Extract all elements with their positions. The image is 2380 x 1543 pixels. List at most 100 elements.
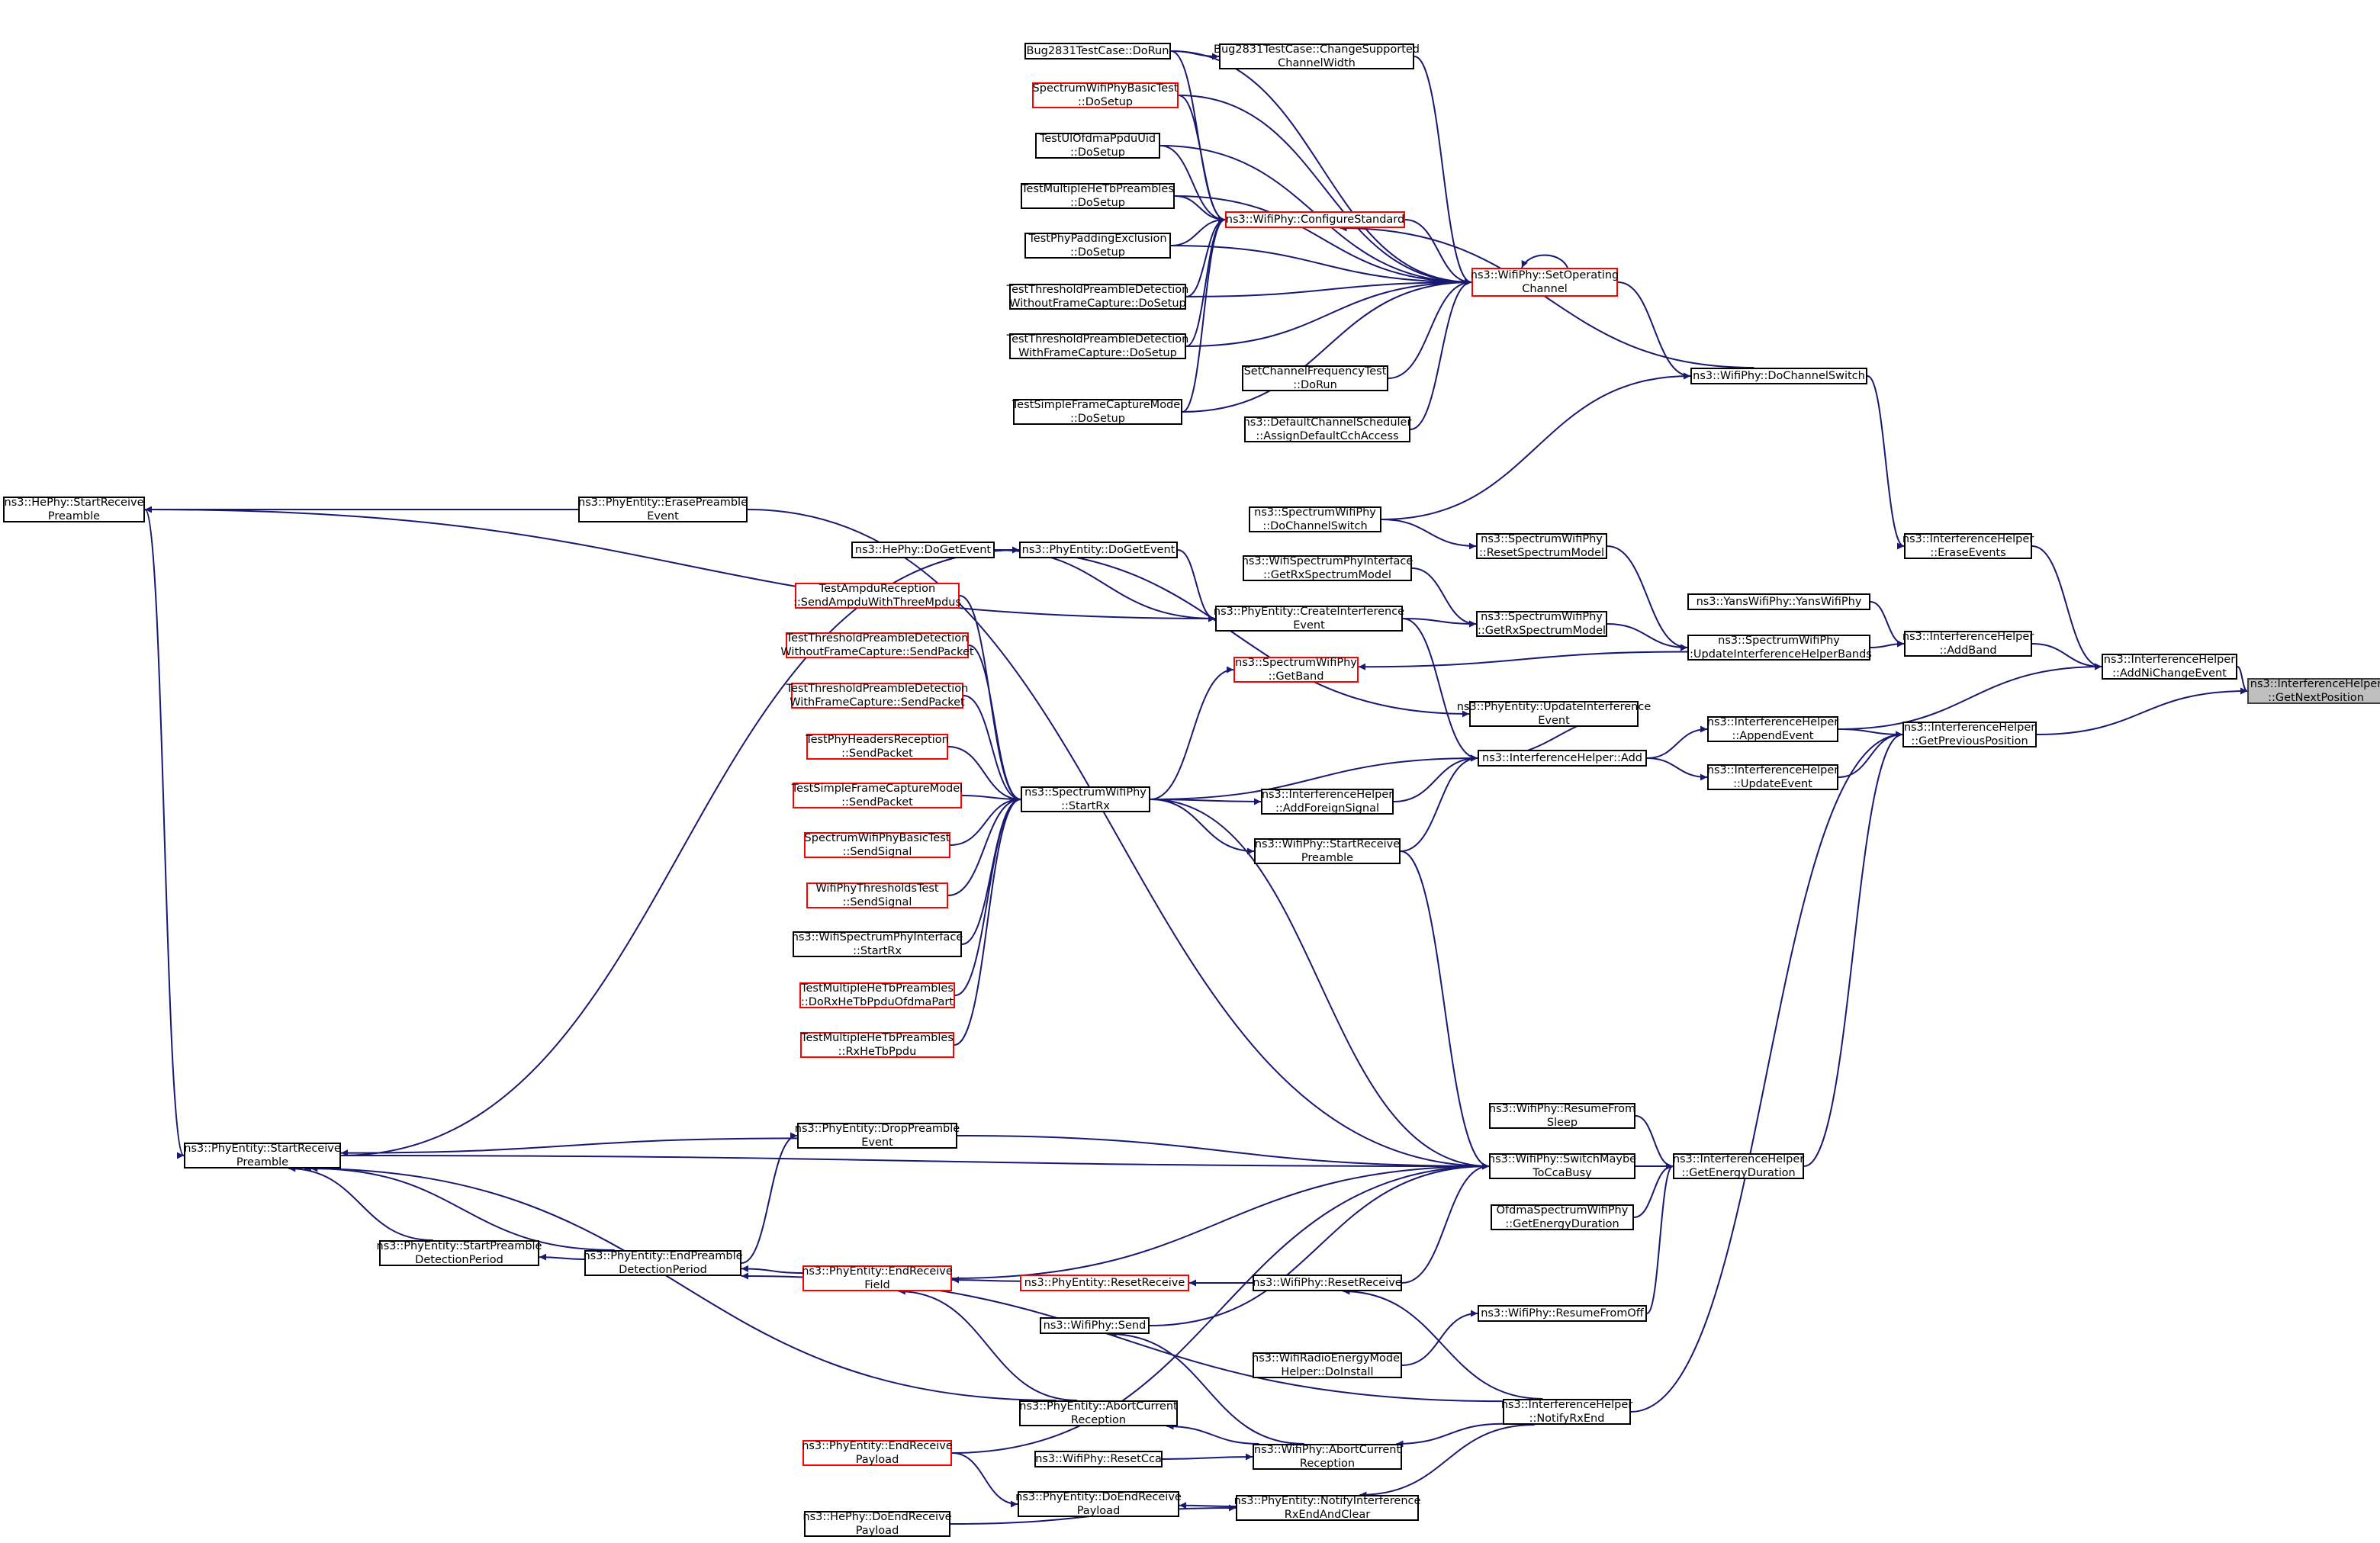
edge-startRx-to-wSwitchCca: [1150, 799, 1490, 1170]
node-tSimpleSP[interactable]: TestSimpleFrameCaptureModel::SendPacket: [792, 783, 963, 808]
edge-setChF-to-setOp: [1388, 278, 1472, 379]
node-label-line: Preamble: [236, 1156, 289, 1169]
node-appendEv[interactable]: ns3::InterferenceHelper::AppendEvent: [1707, 716, 1838, 742]
edge-heDoGet-to-createIE: [994, 549, 1216, 622]
edge-updIHB-to-getBand: [1358, 651, 1688, 670]
edge-tSimple-to-cfgStd: [1182, 216, 1226, 413]
node-tUl[interactable]: TestUlOfdmaPpduUid::DoSetup: [1035, 133, 1160, 159]
node-spDoCh[interactable]: ns3::SpectrumWifiPhy::DoChannelSwitch: [1249, 506, 1381, 532]
edge-tMult-to-setOp: [1174, 195, 1472, 286]
node-bugRun[interactable]: Bug2831TestCase::DoRun: [1024, 43, 1171, 59]
node-label-line: TestMultipleHeTbPreambles: [801, 1032, 954, 1044]
edge-tThrWSP-to-startRx: [968, 645, 1021, 803]
node-getPrev[interactable]: ns3::InterferenceHelper::GetPreviousPosi…: [1902, 722, 2037, 747]
node-ihAdd[interactable]: ns3::InterferenceHelper::Add: [1478, 750, 1647, 767]
node-wsiGet[interactable]: ns3::WifiSpectrumPhyInterface::GetRxSpec…: [1242, 555, 1413, 581]
node-tSimple[interactable]: TestSimpleFrameCaptureModel::DoSetup: [1012, 399, 1183, 425]
edge-tMDoRx-to-startRx: [954, 796, 1021, 996]
edge-defCh-to-setOp: [1410, 278, 1472, 430]
node-label-line: Field: [864, 1279, 890, 1291]
edge-resetSM-to-updIHB: [1606, 545, 1688, 651]
node-label-line: WithFrameCapture::DoSetup: [1018, 347, 1177, 359]
node-tHdr[interactable]: TestPhyHeadersReception::SendPacket: [806, 734, 949, 760]
node-wResetCca[interactable]: ns3::WifiPhy::ResetCca: [1034, 1451, 1163, 1467]
node-label-line: ns3::InterferenceHelper: [1706, 716, 1839, 728]
node-label-line: SpectrumWifiPhyBasicTest: [804, 832, 950, 844]
node-heDoGet[interactable]: ns3::HePhy::DoGetEvent: [851, 542, 995, 558]
node-wThrTS[interactable]: WifiPhyThresholdsTest::SendSignal: [806, 882, 948, 908]
node-label-line: TestThresholdPreambleDetection: [1006, 333, 1189, 346]
node-label-line: ns3::PhyEntity::EndReceive: [802, 1265, 953, 1278]
edge-swpBT-to-setOp: [1178, 95, 1472, 286]
node-startRx[interactable]: ns3::SpectrumWifiPhy::StartRx: [1021, 786, 1150, 812]
node-getEnergy[interactable]: ns3::InterferenceHelper::GetEnergyDurati…: [1673, 1153, 1804, 1179]
node-tAmpdu[interactable]: TestAmpduReception::SendAmpduWithThreeMp…: [793, 583, 961, 609]
edge-notifyRx-to-wResetR: [1343, 1287, 1543, 1400]
node-updateEv[interactable]: ns3::InterferenceHelper::UpdateEvent: [1707, 764, 1838, 790]
edge-tMRx-to-startRx: [954, 796, 1021, 1046]
node-tPad[interactable]: TestPhyPaddingExclusion::DoSetup: [1024, 233, 1171, 259]
edge-wStartRP-to-ihAdd: [1400, 754, 1478, 852]
node-label-line: TestThresholdPreambleDetection: [1006, 284, 1189, 296]
node-tMDoRx[interactable]: TestMultipleHeTbPreambles::DoRxHeTbPpduO…: [799, 982, 955, 1008]
node-notifyRx[interactable]: ns3::InterferenceHelper::NotifyRxEnd: [1501, 1399, 1632, 1425]
node-ofdmaGetE[interactable]: OfdmaSpectrumWifiPhy::GetEnergyDuration: [1491, 1204, 1634, 1230]
node-addFor[interactable]: ns3::InterferenceHelper::AddForeignSigna…: [1261, 789, 1394, 815]
node-yans[interactable]: ns3::YansWifiPhy::YansWifiPhy: [1687, 593, 1870, 610]
node-label-line: Preamble: [47, 510, 101, 522]
node-label-line: ::DoSetup: [1069, 197, 1125, 209]
node-peDoGet[interactable]: ns3::PhyEntity::DoGetEvent: [1019, 542, 1178, 558]
node-swpBT[interactable]: SpectrumWifiPhyBasicTest::DoSetup: [1032, 82, 1179, 108]
node-addBand[interactable]: ns3::InterferenceHelper::AddBand: [1902, 631, 2034, 657]
node-getBand[interactable]: ns3::SpectrumWifiPhy::GetBand: [1233, 657, 1359, 683]
node-label-line: Reception: [1299, 1458, 1356, 1470]
node-cfgStd[interactable]: ns3::WifiPhy::ConfigureStandard: [1225, 211, 1405, 228]
node-updIHB[interactable]: ns3::SpectrumWifiPhy::UpdateInterference…: [1686, 635, 1872, 661]
node-root[interactable]: ns3::InterferenceHelper::GetNextPosition: [2247, 678, 2380, 704]
node-resetSM[interactable]: ns3::SpectrumWifiPhy::ResetSpectrumModel: [1476, 533, 1607, 559]
node-peResetR[interactable]: ns3::PhyEntity::ResetReceive: [1020, 1275, 1189, 1291]
node-addNi[interactable]: ns3::InterferenceHelper::AddNiChangeEven…: [2102, 654, 2237, 680]
node-label-line: Payload: [1076, 1505, 1121, 1517]
node-getRxSM[interactable]: ns3::SpectrumWifiPhy::GetRxSpectrumModel: [1476, 611, 1607, 637]
node-erase[interactable]: ns3::InterferenceHelper::EraseEvents: [1902, 533, 2034, 559]
node-swpBTS[interactable]: SpectrumWifiPhyBasicTest::SendSignal: [804, 832, 950, 858]
node-tMRx[interactable]: TestMultipleHeTbPreambles::RxHeTbPpdu: [800, 1032, 954, 1058]
node-wSend[interactable]: ns3::WifiPhy::Send: [1040, 1317, 1150, 1334]
node-wResetR[interactable]: ns3::WifiPhy::ResetReceive: [1253, 1275, 1402, 1291]
edge-tThrW-to-setOp: [1185, 278, 1472, 297]
node-wsiStart[interactable]: ns3::WifiSpectrumPhyInterface::StartRx: [792, 931, 963, 957]
node-setChF[interactable]: SetChannelFrequencyTest::DoRun: [1242, 365, 1388, 391]
node-tMult[interactable]: TestMultipleHeTbPreambles::DoSetup: [1021, 183, 1175, 209]
node-label-line: ns3::InterferenceHelper: [2103, 654, 2236, 666]
node-label-line: ns3::InterferenceHelper: [1706, 764, 1839, 776]
node-wResumeOff[interactable]: ns3::WifiPhy::ResumeFromOff: [1478, 1305, 1647, 1322]
node-doChSw[interactable]: ns3::WifiPhy::DoChannelSwitch: [1690, 368, 1867, 384]
node-defCh[interactable]: ns3::DefaultChannelScheduler::AssignDefa…: [1243, 416, 1411, 442]
